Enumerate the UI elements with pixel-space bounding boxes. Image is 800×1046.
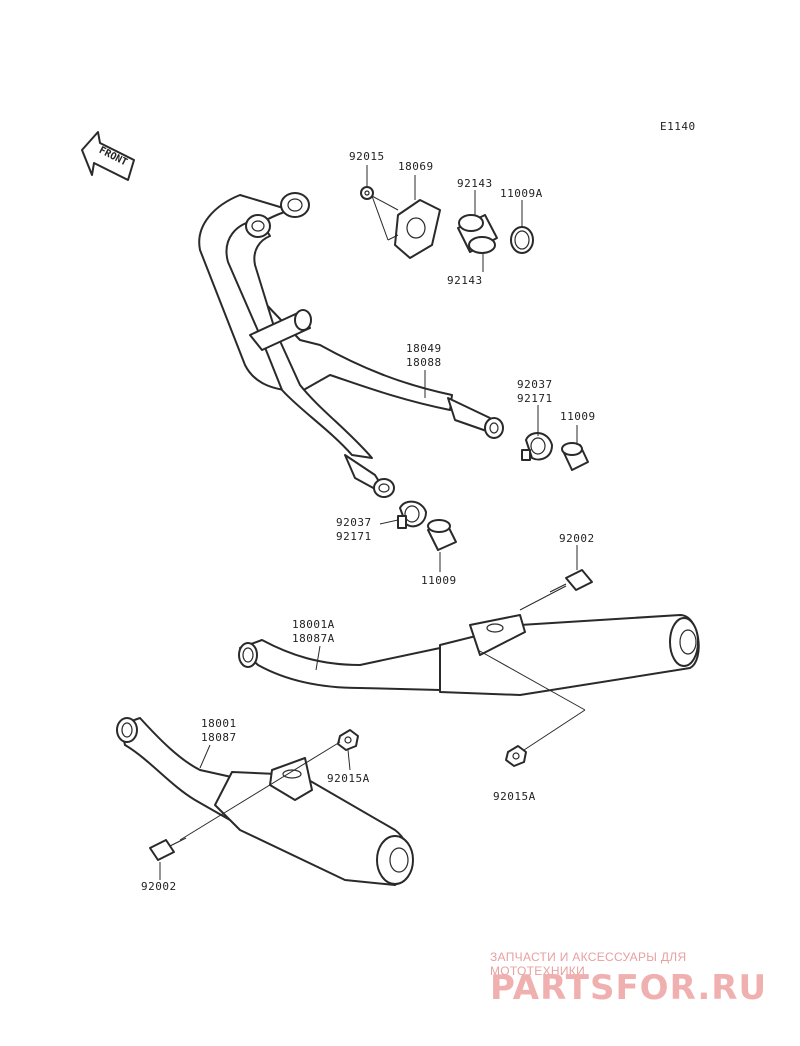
header-pipe-assembly [198,192,504,498]
part-label-92037-left: 92037 [336,516,372,529]
part-label-18069: 18069 [398,160,434,173]
watermark-tagline: ЗАПЧАСТИ И АКСЕССУАРЫ ДЛЯ МОТОТЕХНИКИ [490,950,687,978]
part-label-18049: 18049 [406,342,442,355]
bolt-92002-right [549,569,593,593]
part-label-18001A: 18001A [292,618,335,631]
collar-92143 [457,214,498,254]
nut-92015 [360,186,374,200]
flange-18069 [394,199,441,259]
nut-92015A-left [337,729,359,751]
gasket-11009-left [427,519,457,551]
front-arrow-icon: FRONT [81,131,135,181]
part-label-18088: 18088 [406,356,442,369]
part-label-92171-left: 92171 [336,530,372,543]
diagram-code: E1140 [660,120,696,133]
part-label-18087: 18087 [201,731,237,744]
nut-92015A-right [505,745,527,767]
part-label-11009A: 11009A [500,187,543,200]
part-label-92143-lower: 92143 [447,274,483,287]
part-label-11009-right: 11009 [560,410,596,423]
gasket-11009-right [561,442,589,471]
part-label-92002-right: 92002 [559,532,595,545]
clamp-right [521,432,553,461]
part-label-92015A-right: 92015A [493,790,536,803]
part-label-92015: 92015 [349,150,385,163]
part-label-18001: 18001 [201,717,237,730]
watermark-site-logo: PARTSFOR.RU [490,968,768,1008]
clamp-left [397,500,427,529]
leader-lines [159,165,586,880]
gasket-11009A [510,226,534,254]
part-label-92171-right: 92171 [517,392,553,405]
muffler-18001 [116,717,414,886]
part-label-92143-upper: 92143 [457,177,493,190]
bolt-92002-left [149,837,187,861]
part-label-92037-right: 92037 [517,378,553,391]
part-label-92002-left: 92002 [141,880,177,893]
muffler-18001A [238,614,700,696]
part-label-92015A-left: 92015A [327,772,370,785]
part-label-18087A: 18087A [292,632,335,645]
part-label-11009-left: 11009 [421,574,457,587]
